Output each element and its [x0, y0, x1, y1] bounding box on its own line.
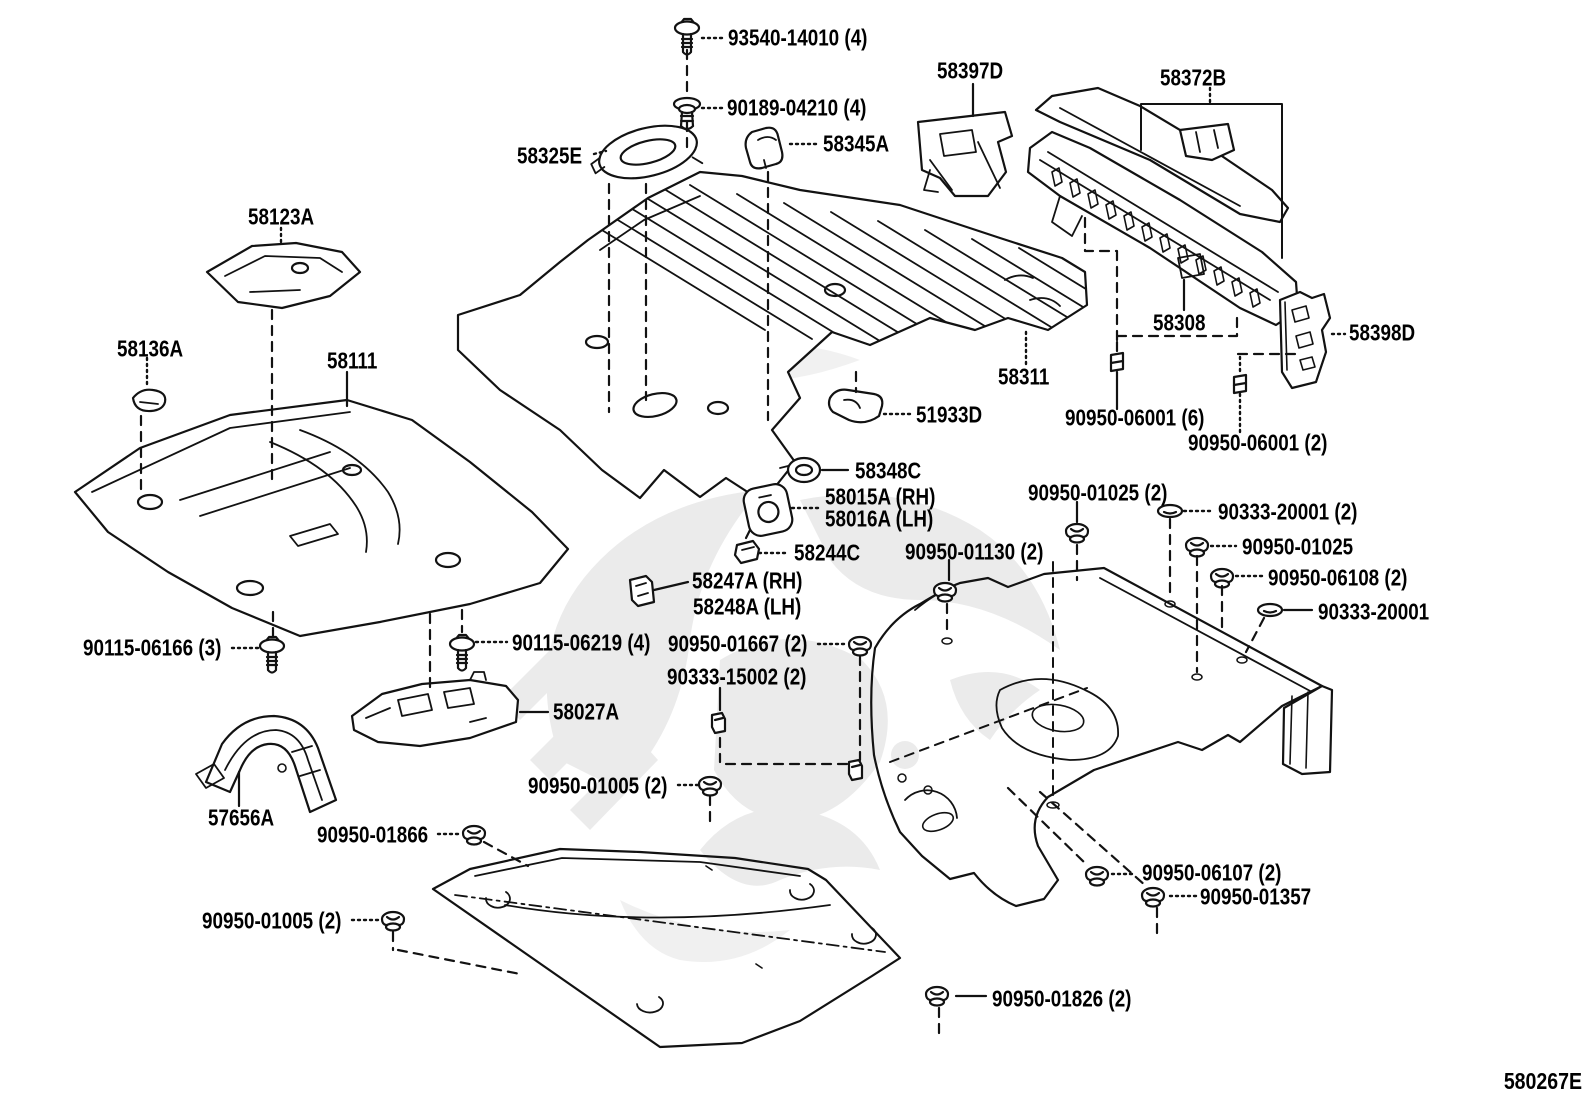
clip-58244C-drawing [733, 539, 761, 565]
part-label-90333-15002: 90333-15002 (2) [667, 663, 807, 690]
hook-51933D-drawing [827, 388, 884, 424]
part-label-58308: 58308 [1153, 309, 1206, 336]
part-label-58325E: 58325E [517, 142, 583, 169]
part-label-58027A: 58027A [553, 698, 620, 725]
part-label-90115-06166: 90115-06166 (3) [83, 634, 222, 661]
part-label-90950-06001-b: 90950-06001 (2) [1188, 429, 1328, 456]
plate-58325E-drawing [590, 124, 704, 180]
leader-lines-solid [237, 82, 1314, 998]
clamp-58345A-drawing [744, 126, 784, 170]
bracket-58397D-drawing [916, 110, 1014, 198]
bracket-57656A-drawing [195, 714, 338, 814]
part-label-58311: 58311 [998, 363, 1050, 390]
part-label-58345A: 58345A [823, 130, 890, 157]
leader-lines-dotted [145, 36, 1347, 922]
part-label-58244C: 58244C [794, 539, 861, 566]
part-label-58372B: 58372B [1160, 64, 1227, 91]
floor-brace-58123A-drawing [205, 241, 362, 310]
part-label-58111: 58111 [327, 347, 378, 374]
grommet-58015A-drawing [742, 483, 794, 537]
part-label-58397D: 58397D [937, 57, 1004, 84]
part-label-90950-01005-b: 90950-01005 (2) [202, 907, 342, 934]
lower-back-panel-58308-drawing [1026, 86, 1300, 327]
part-label-90950-01025-b: 90950-01025 [1242, 533, 1354, 560]
part-label-51933D: 51933D [916, 401, 983, 428]
part-label-58136A: 58136A [117, 335, 184, 362]
part-label-90950-06107: 90950-06107 (2) [1142, 859, 1282, 886]
part-label-58398D: 58398D [1349, 319, 1416, 346]
part-label-58015A: 58015A (RH) [825, 483, 936, 510]
part-label-57656A: 57656A [208, 804, 275, 831]
clip-58136A-drawing [131, 388, 167, 413]
grommet-58348C-drawing [779, 456, 822, 484]
part-label-90115-06219: 90115-06219 (4) [512, 629, 651, 656]
part-label-58016A: 58016A (LH) [825, 505, 934, 532]
part-label-58348C: 58348C [855, 457, 922, 484]
front-floor-pan-drawing [73, 398, 570, 638]
part-label-90950-06001-a: 90950-06001 (6) [1065, 404, 1205, 431]
part-label-90950-01866: 90950-01866 [317, 821, 429, 848]
diagram-code: 580267E [1503, 1068, 1582, 1094]
part-label-90950-01826: 90950-01826 (2) [992, 985, 1132, 1012]
part-label-90333-20001-b: 90333-20001 [1318, 598, 1430, 625]
part-label-90950-06108: 90950-06108 (2) [1268, 564, 1408, 591]
part-label-58248A: 58248A (LH) [693, 593, 802, 620]
part-label-90333-20001-a: 90333-20001 (2) [1218, 498, 1358, 525]
bracket-58372B-drawing [1140, 103, 1283, 259]
watermark-pattern [500, 345, 1060, 962]
bracket-58398D-drawing [1278, 290, 1332, 390]
part-label-93540-14010: 93540-14010 (4) [728, 24, 868, 51]
lower-silencer-sheet-drawing [431, 847, 902, 1049]
part-label-90950-01005-a: 90950-01005 (2) [528, 772, 668, 799]
clip-58247A-drawing [628, 574, 656, 608]
part-label-58123A: 58123A [248, 203, 315, 230]
assembly-dashed-lines [139, 48, 1302, 1036]
part-label-90950-01130: 90950-01130 (2) [905, 538, 1044, 565]
part-label-90950-01357: 90950-01357 [1200, 883, 1312, 910]
rear-silencer-sheet-drawing [870, 561, 1334, 908]
bracket-58027A-drawing [350, 671, 520, 748]
part-label-58247A: 58247A (RH) [692, 567, 803, 594]
part-label-90189-04210: 90189-04210 (4) [727, 94, 867, 121]
part-label-90950-01667: 90950-01667 (2) [668, 630, 808, 657]
part-label-90950-01025-a: 90950-01025 (2) [1028, 479, 1168, 506]
